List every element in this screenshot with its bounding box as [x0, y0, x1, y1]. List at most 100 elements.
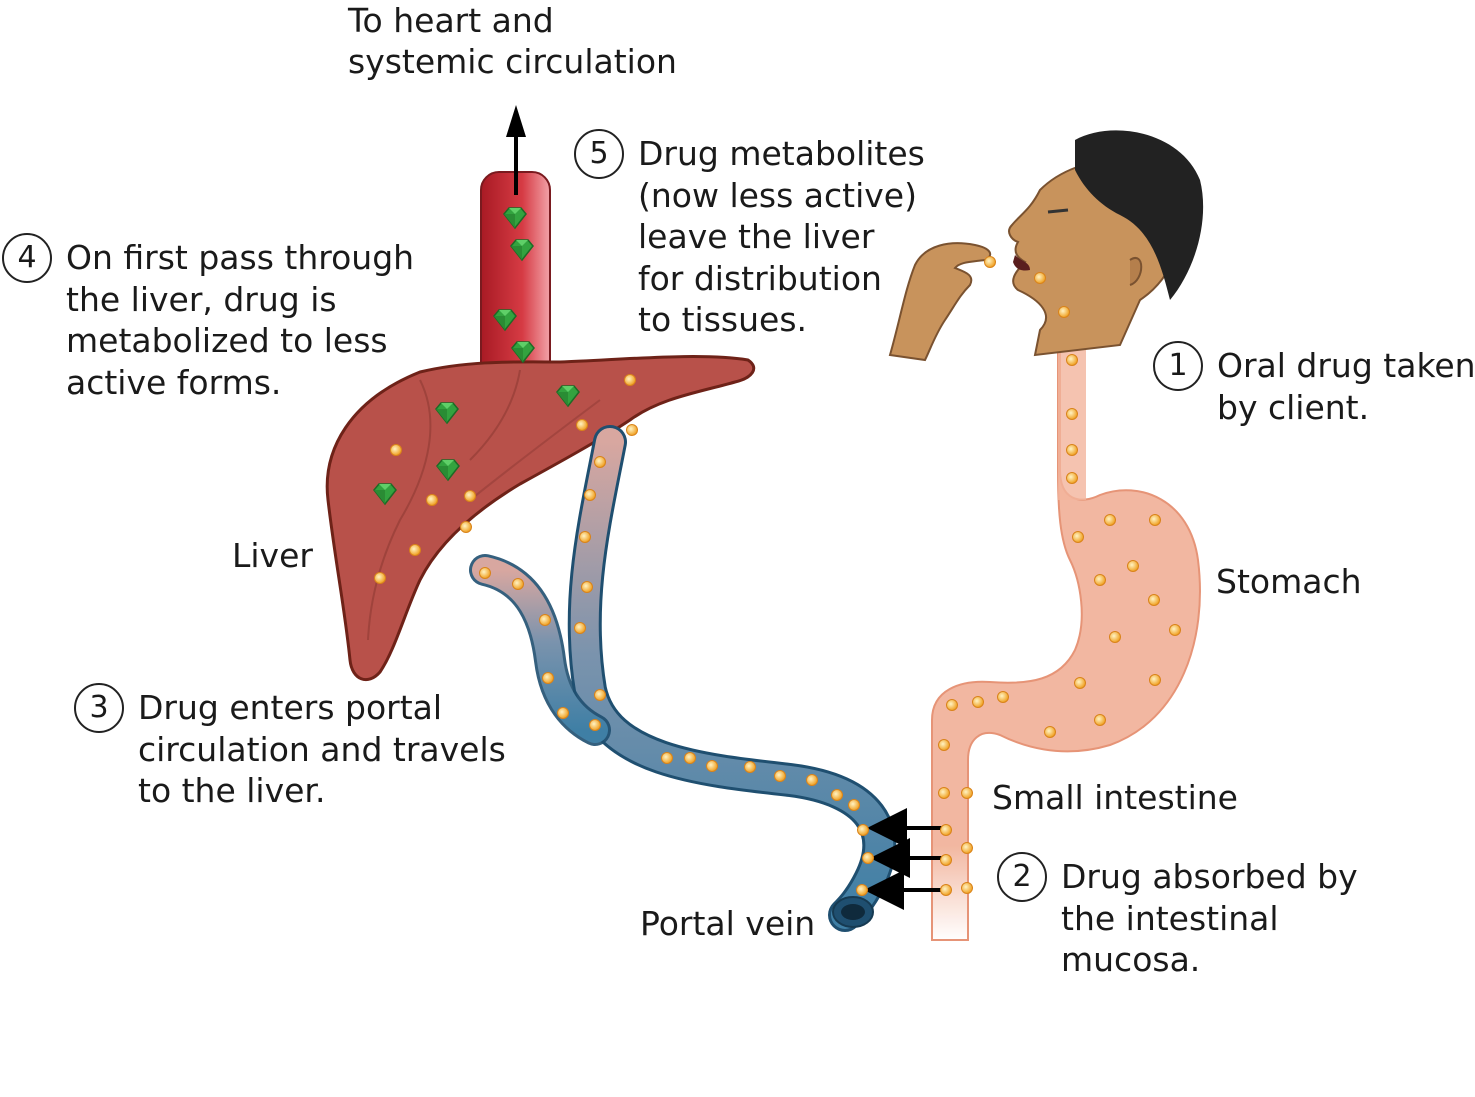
drug-particle-icon	[576, 419, 588, 431]
drug-particle-icon	[706, 760, 718, 772]
drug-particle-icon	[542, 672, 554, 684]
portal-vein	[469, 425, 897, 932]
step-number: 5	[574, 129, 624, 179]
drug-particle-icon	[1074, 677, 1086, 689]
small-intestine-label: Small intestine	[992, 778, 1238, 817]
step-line: (now less active)	[638, 175, 917, 215]
drug-particle-icon	[744, 761, 756, 773]
step-line: On first pass through	[66, 238, 415, 277]
absorption-arrows	[864, 808, 945, 910]
step-5: 5 Drug metabolites (now less active) lea…	[574, 129, 925, 341]
drug-particle-icon	[1066, 444, 1078, 456]
systemic-arrow	[506, 105, 526, 195]
drug-particle-icon	[1094, 714, 1106, 726]
liver-organ	[325, 355, 756, 682]
drug-particle-icon	[409, 544, 421, 556]
step-number: 1	[1153, 341, 1203, 391]
drug-particle-icon	[1148, 594, 1160, 606]
drug-particle-icon	[594, 689, 606, 701]
systemic-line-1: To heart and	[348, 1, 554, 40]
step-text: Drug absorbed by the intestinal mucosa.	[1061, 856, 1358, 981]
drug-particle-icon	[984, 256, 996, 268]
drug-particle-icon	[997, 691, 1009, 703]
drug-particle-icon	[512, 578, 524, 590]
drug-particle-icon	[831, 789, 843, 801]
drug-particle-icon	[589, 719, 601, 731]
drug-particle-icon	[460, 521, 472, 533]
step-1: 1 Oral drug taken by client.	[1153, 341, 1475, 428]
drug-particle-icon	[584, 489, 596, 501]
step-line: leave the liver	[638, 217, 875, 256]
step-line: the intestinal	[1061, 898, 1279, 938]
step-line: to the liver.	[138, 771, 326, 810]
drug-particle-icon	[574, 622, 586, 634]
drug-particle-icon	[774, 770, 786, 782]
drug-particle-icon	[938, 739, 950, 751]
step-text: Oral drug taken by client.	[1217, 345, 1475, 428]
drug-particle-icon	[1058, 306, 1070, 318]
drug-particle-icon	[1169, 624, 1181, 636]
drug-particle-icon	[594, 456, 606, 468]
drug-particle-icon	[479, 567, 491, 579]
step-4: 4 On first pass through the liver, drug …	[2, 233, 414, 403]
drug-particle-icon	[374, 572, 386, 584]
drug-particle-icon	[624, 374, 636, 386]
step-number: 2	[997, 852, 1047, 902]
step-line: to tissues.	[638, 300, 808, 339]
step-line: mucosa.	[1061, 940, 1201, 979]
step-line: for distribution	[638, 258, 882, 298]
hand	[888, 242, 992, 362]
drug-particle-icon	[1066, 354, 1078, 366]
step-line: Oral drug taken	[1217, 346, 1475, 385]
drug-particle-icon	[857, 824, 869, 836]
drug-particle-icon	[1034, 272, 1046, 284]
step-line: the liver, drug is	[66, 279, 337, 319]
drug-particle-icon	[961, 787, 973, 799]
drug-particle-icon	[940, 884, 952, 896]
step-text: Drug enters portal circulation and trave…	[138, 687, 506, 812]
drug-particle-icon	[848, 799, 860, 811]
drug-particle-icon	[539, 614, 551, 626]
systemic-circulation-label: To heart and systemic circulation	[348, 0, 677, 82]
stomach-label: Stomach	[1216, 562, 1362, 601]
drug-particle-icon	[581, 581, 593, 593]
drug-particle-icon	[626, 424, 638, 436]
portal-vein-label: Portal vein	[640, 904, 816, 943]
step-line: by client.	[1217, 387, 1370, 427]
drug-particle-icon	[1127, 560, 1139, 572]
drug-particle-icon	[946, 699, 958, 711]
drug-particle-icon	[557, 707, 569, 719]
step-2: 2 Drug absorbed by the intestinal mucosa…	[997, 852, 1358, 981]
drug-particle-icon	[684, 752, 696, 764]
drug-particle-icon	[938, 787, 950, 799]
step-line: Drug enters portal	[138, 688, 443, 727]
step-line: Drug absorbed by	[1061, 857, 1358, 896]
drug-particle-icon	[1104, 514, 1116, 526]
drug-particle-icon	[862, 852, 874, 864]
drug-particle-icon	[579, 531, 591, 543]
step-3: 3 Drug enters portal circulation and tra…	[74, 683, 506, 812]
step-number: 3	[74, 683, 124, 733]
step-line: circulation and travels	[138, 729, 506, 769]
drug-particle-icon	[1066, 408, 1078, 420]
drug-particle-icon	[940, 854, 952, 866]
drug-particle-icon	[961, 842, 973, 854]
step-text: On first pass through the liver, drug is…	[66, 237, 414, 403]
step-text: Drug metabolites (now less active) leave…	[638, 133, 925, 341]
drug-particle-icon	[464, 490, 476, 502]
person-head	[1008, 130, 1204, 357]
drug-particle-icon	[1066, 472, 1078, 484]
drug-particle-icon	[1109, 631, 1121, 643]
drug-particle-icon	[661, 752, 673, 764]
drug-particle-icon	[961, 882, 973, 894]
drug-particle-icon	[1094, 574, 1106, 586]
step-number: 4	[2, 233, 52, 283]
drug-particle-icon	[1149, 514, 1161, 526]
arrow-icon	[506, 105, 526, 137]
drug-particle-icon	[1072, 531, 1084, 543]
step-line: active forms.	[66, 362, 282, 402]
drug-particle-icon	[806, 774, 818, 786]
drug-particle-icon	[1044, 726, 1056, 738]
